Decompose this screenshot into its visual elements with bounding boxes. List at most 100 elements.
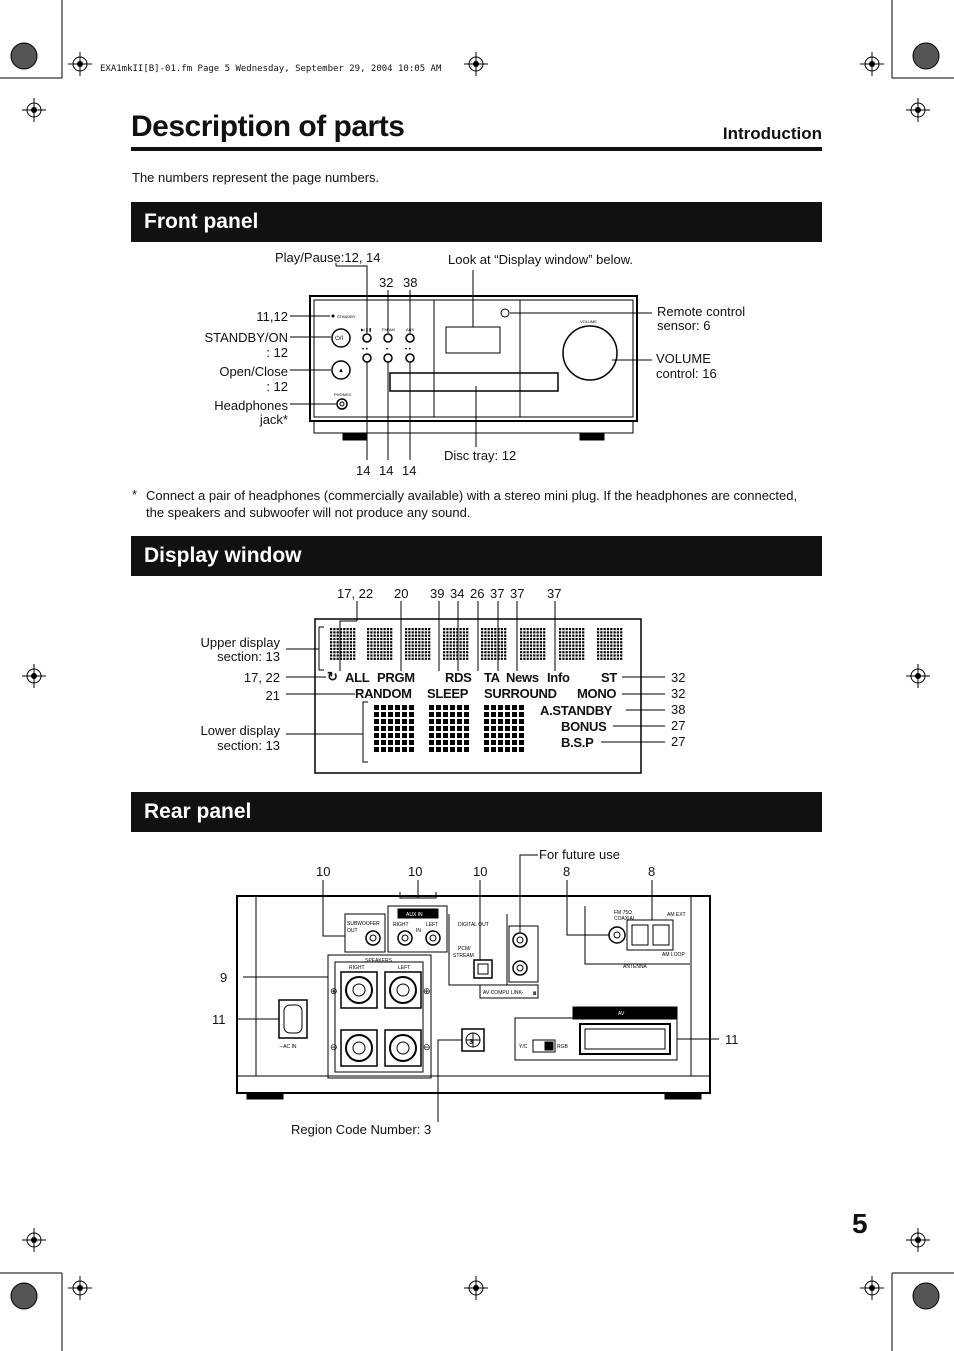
upper-display-label: Upper display [200, 635, 281, 650]
future-use-label: For future use [539, 847, 620, 862]
subwoofer-out-unit-label: OUT [347, 928, 358, 934]
compu-link-unit-label: AV COMPU LINK- [483, 990, 524, 996]
indicator-prgm: PRGM [377, 670, 415, 685]
svg-text:⊖: ⊖ [330, 1042, 338, 1052]
page-number: 5 [852, 1208, 868, 1239]
region-code-label: Region Code Number: 3 [291, 1122, 432, 1137]
indicator-sleep: SLEEP [427, 686, 469, 701]
section-front-panel: Front panel [131, 202, 822, 242]
section-rear-panel: Rear panel [131, 792, 822, 832]
display-top-number: 37 [547, 586, 562, 601]
svg-text:⊖: ⊖ [423, 1042, 431, 1052]
display-right-number: 32 [671, 686, 686, 701]
disc-tray-label: Disc tray: 12 [444, 448, 517, 463]
display-top-number: 26 [470, 586, 485, 601]
display-right-number: 32 [671, 670, 686, 685]
svg-text:3: 3 [469, 1039, 473, 1046]
lower-display-label-2: section: 13 [217, 738, 280, 753]
indicator-a-standby: A.STANDBY [540, 703, 613, 718]
footnote-mark: * [132, 487, 138, 502]
display-window-ref-label: Look at “Display window” below. [448, 252, 633, 267]
display-top-number: 20 [394, 586, 409, 601]
stream-unit-label: STREAM [453, 953, 474, 959]
svg-text:•: • [386, 347, 388, 353]
indicator-all: ALL [345, 670, 370, 685]
rear-top-number: 10 [408, 864, 423, 879]
indicator-st: ST [601, 670, 618, 685]
ac-in-unit-label: ∼AC IN [279, 1044, 297, 1050]
indicator-bonus: BONUS [561, 719, 607, 734]
section-display-window: Display window [131, 536, 822, 576]
rear-ac-number: 11 [212, 1012, 226, 1027]
bottom-number-label: 14 [402, 463, 417, 478]
headphones-label: Headphones [214, 398, 288, 413]
lower-display-label: Lower display [200, 723, 281, 738]
volume-label: VOLUME [656, 351, 711, 366]
indicator-random: RANDOM [355, 686, 412, 701]
svg-text:▶/❚❚: ▶/❚❚ [361, 327, 372, 332]
bottom-number-label: 14 [356, 463, 371, 478]
pcm-unit-label: PCM/ [458, 946, 471, 952]
display-top-number: 17, 22 [337, 586, 374, 601]
volume-label-2: control: 16 [656, 366, 717, 381]
indicator-bsp: B.S.P [561, 735, 594, 750]
open-close-label: Open/Close [219, 364, 288, 379]
speaker-right-unit-label: RIGHT [349, 965, 365, 971]
rear-top-number: 8 [648, 864, 656, 879]
fm-unit-label: FM 75Ω [614, 910, 632, 916]
digital-out-unit-label: DIGITAL OUT [458, 922, 489, 928]
display-right-number: 38 [671, 702, 686, 717]
coaxial-unit-label: COAXIAL [614, 916, 636, 922]
chapter-name: Introduction [722, 124, 822, 143]
rear-speakers-number: 9 [220, 970, 228, 985]
open-close-page: : 12 [266, 379, 288, 394]
svg-text:⊕: ⊕ [423, 986, 431, 996]
display-right-number: 27 [671, 718, 686, 733]
am-ext-unit-label: AM EXT [667, 912, 686, 918]
remote-sensor-label-2: sensor: 6 [657, 318, 711, 333]
aux-right-unit-label: RIGHT [393, 922, 409, 928]
svg-text:• •: • • [362, 347, 368, 353]
yc-unit-label: Y/C [519, 1044, 528, 1050]
display-right-number: 27 [671, 734, 686, 749]
aux-in-unit-label: AUX IN [406, 912, 423, 918]
svg-text:• •: • • [405, 347, 411, 353]
display-top-number: 37 [490, 586, 505, 601]
rear-top-number: 8 [563, 864, 571, 879]
indicator-surround: SURROUND [484, 686, 557, 701]
indicator-ta: TA [484, 670, 500, 685]
display-top-number: 34 [450, 586, 465, 601]
upper-display-label-2: section: 13 [217, 649, 280, 664]
aux-unit-label: AUX [406, 327, 415, 332]
remote-sensor-label: Remote control [657, 304, 746, 319]
rear-top-number: 10 [316, 864, 331, 879]
display-top-number: 37 [510, 586, 525, 601]
repeat-indicator-icon: ↻ [327, 669, 338, 684]
svg-text:⊕: ⊕ [330, 986, 338, 996]
indicator-mono: MONO [577, 686, 617, 701]
display-left-number: 17, 22 [243, 670, 280, 685]
fmam-unit-label: FM/AM [382, 327, 395, 332]
button-number-label: 38 [403, 275, 418, 290]
antenna-unit-label: ANTENNA [623, 964, 648, 970]
title-rule [131, 147, 822, 151]
page-title: Description of parts [131, 110, 405, 143]
headphones-label-2: jack* [259, 412, 288, 427]
aux-in-small-label: IN [416, 928, 421, 934]
rgb-unit-label: RGB [557, 1044, 569, 1050]
subwoofer-unit-label: SUBWOOFER [347, 921, 380, 927]
volume-unit-label: VOLUME [580, 319, 597, 324]
am-loop-unit-label: AM LOOP [662, 952, 685, 958]
aux-left-unit-label: LEFT [426, 922, 438, 928]
display-left-number: 21 [265, 688, 280, 703]
intro-note: The numbers represent the page numbers. [132, 170, 380, 185]
svg-text:⏻/I: ⏻/I [335, 335, 343, 342]
speakers-unit-label: SPEAKERS [365, 958, 393, 964]
standby-unit-label: STANDBY [337, 314, 356, 319]
av-unit-label: AV [618, 1011, 625, 1017]
file-header: EXA1mkII[B]-01.fm Page 5 Wednesday, Sept… [100, 64, 442, 74]
standby-number-label: 11,12 [256, 309, 288, 324]
